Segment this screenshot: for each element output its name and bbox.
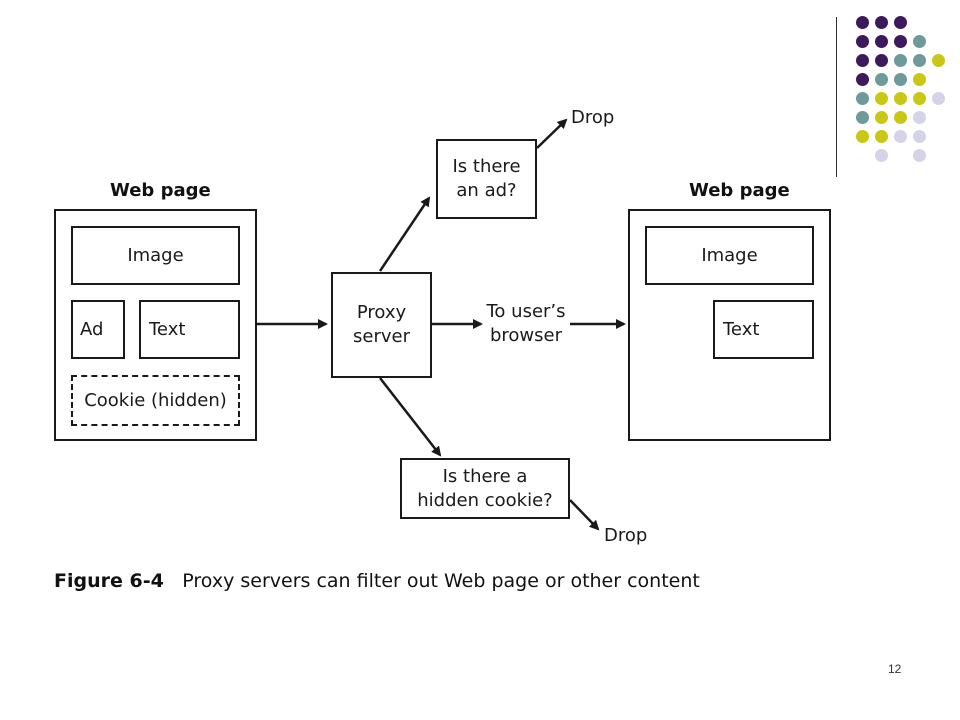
decorative-dot: [856, 130, 869, 143]
decorative-dot: [913, 54, 926, 67]
decorative-dot: [875, 92, 888, 105]
figure-number: Figure 6-4: [54, 570, 164, 592]
hidden-cookie-block: Cookie (hidden): [71, 375, 240, 426]
decorative-dot: [913, 130, 926, 143]
decorative-dot: [894, 16, 907, 29]
drop-label-bottom: Drop: [604, 525, 648, 546]
decorative-dot: [856, 111, 869, 124]
decorative-dot: [875, 16, 888, 29]
decorative-dot: [894, 73, 907, 86]
left-text-block: Text: [139, 300, 240, 359]
to-browser-label: To user’s browser: [480, 300, 572, 348]
arrow-ad-check-to-drop: [536, 118, 568, 149]
decorative-dot: [894, 92, 907, 105]
left-page-title: Web page: [110, 180, 211, 201]
to-browser-line2: browser: [489, 325, 563, 346]
decorative-dot: [856, 35, 869, 48]
proxy-label-line2: server: [353, 326, 410, 347]
figure-caption-text: Proxy servers can filter out Web page or…: [182, 570, 700, 592]
decorative-dot: [894, 111, 907, 124]
decorative-dot: [875, 111, 888, 124]
right-image-block: Image: [645, 226, 814, 285]
right-page-title: Web page: [689, 180, 790, 201]
figure-caption: Figure 6-4 Proxy servers can filter out …: [54, 570, 700, 592]
slide-number: 12: [888, 662, 902, 676]
decorative-dot: [894, 130, 907, 143]
right-text-block: Text: [713, 300, 814, 359]
arrow-cookie-check-to-drop: [569, 499, 600, 531]
decorative-dot: [856, 16, 869, 29]
arrow-proxy-to-ad-check: [378, 196, 431, 272]
decorative-dot: [875, 54, 888, 67]
divider-line: [836, 17, 837, 177]
proxy-label-line1: Proxy: [356, 302, 407, 323]
cookie-check-line2: hidden cookie?: [417, 489, 553, 511]
decorative-dot: [913, 35, 926, 48]
decorative-dot: [875, 130, 888, 143]
decorative-dot: [894, 54, 907, 67]
proxy-server-box: Proxy server: [331, 272, 432, 378]
decorative-dot: [875, 149, 888, 162]
drop-label-top: Drop: [571, 107, 615, 128]
decorative-dot: [856, 92, 869, 105]
decorative-dot: [875, 73, 888, 86]
decorative-dot: [856, 73, 869, 86]
decorative-dot: [913, 92, 926, 105]
cookie-check-line1: Is there a: [442, 465, 528, 487]
decorative-dot: [875, 35, 888, 48]
decorative-dot: [913, 149, 926, 162]
decorative-dot: [856, 54, 869, 67]
to-browser-line1: To user’s: [486, 301, 566, 322]
ad-check-line1: Is there: [452, 156, 521, 177]
arrow-proxy-to-cookie-check: [379, 377, 442, 457]
decorative-dot: [913, 111, 926, 124]
ad-check-box: Is there an ad?: [436, 139, 537, 219]
ad-check-line2: an ad?: [456, 180, 517, 201]
cookie-check-box: Is there a hidden cookie?: [400, 458, 570, 519]
decorative-dot: [932, 92, 945, 105]
decorative-dot: [913, 73, 926, 86]
ad-block: Ad: [71, 300, 125, 359]
decorative-dot: [932, 54, 945, 67]
decorative-dot: [894, 35, 907, 48]
left-image-block: Image: [71, 226, 240, 285]
